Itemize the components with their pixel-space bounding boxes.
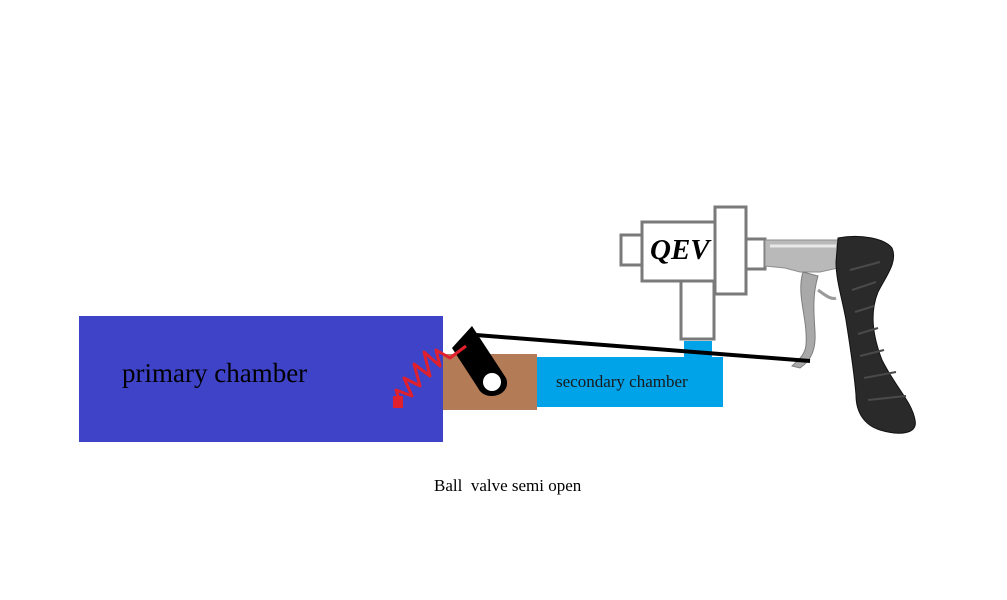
qev-body — [640, 220, 717, 283]
spring-anchor — [393, 396, 403, 408]
trigger-linkage-line — [475, 333, 811, 363]
gun-grip-texture — [849, 261, 907, 401]
qev-left-port — [619, 233, 644, 267]
return-spring — [393, 344, 467, 408]
spring-coil — [394, 344, 467, 403]
secondary-chamber-label: secondary chamber — [556, 372, 688, 391]
qev-valve — [619, 205, 767, 341]
qev-label: QEV — [650, 234, 710, 266]
gun-trigger — [791, 271, 819, 369]
valve-handle-pivot — [483, 373, 501, 391]
ball-valve-handle — [452, 326, 508, 396]
gun-trigger-pivot — [817, 288, 837, 300]
primary-chamber: primary chamber — [79, 316, 443, 442]
qev-outlet-port — [744, 237, 767, 271]
primary-chamber-label: primary chamber — [122, 358, 308, 388]
secondary-chamber: secondary chamber — [537, 357, 723, 407]
qev-right-body — [713, 205, 748, 296]
gun-grip — [835, 235, 916, 434]
diagram-caption: Ball valve semi open — [434, 476, 582, 495]
trigger-gun — [764, 235, 916, 434]
qev-bottom-port — [679, 279, 716, 341]
